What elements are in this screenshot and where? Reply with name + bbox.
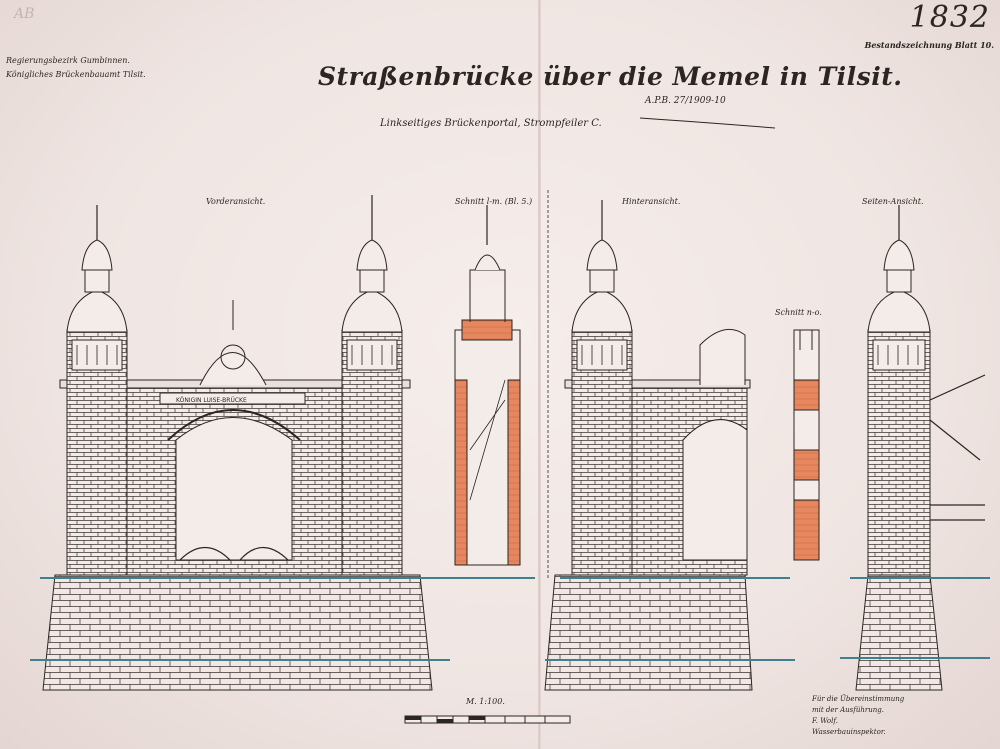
label-rear-view: Hinteransicht. — [622, 197, 681, 206]
approval-line-1: Für die Übereinstimmung — [812, 695, 905, 703]
front-name-band — [159, 392, 306, 405]
label-section-no: Schnitt n-o. — [775, 308, 822, 317]
header-left-line-1: Regierungsbezirk Gumbinnen. — [6, 56, 130, 65]
header-left-line-2: Königliches Brückenbauamt Tilsit. — [6, 70, 146, 79]
header-right: Bestandszeichnung Blatt 10. — [864, 40, 994, 50]
side-truss-stub — [929, 374, 986, 521]
front-crest-medallion — [220, 344, 246, 370]
note-underline — [639, 117, 776, 129]
side-view — [840, 205, 990, 691]
scale-label: M. 1:100. — [466, 697, 505, 706]
front-arch-voussoir — [167, 409, 301, 441]
portal-inscription: KÖNIGIN LUISE-BRÜCKE — [176, 397, 247, 404]
scale-bar — [404, 715, 571, 724]
handwritten-note: A.P.B. 27/1909-10 — [645, 96, 726, 106]
rear-view — [544, 200, 795, 691]
section-lm-wall-right — [507, 379, 521, 566]
section-lm-view — [440, 190, 549, 580]
label-front-view: Vorderansicht. — [206, 197, 266, 206]
rear-crest-section — [699, 328, 746, 385]
drawing-title: Straßenbrücke über die Memel in Tilsit. — [318, 62, 903, 91]
rear-arch-opening — [682, 419, 748, 561]
section-no-view — [793, 329, 820, 561]
side-foundation — [855, 574, 943, 691]
approval-line-4: Wasserbauinspektor. — [812, 728, 886, 736]
front-arch-opening — [175, 417, 293, 561]
approval-note: Für die Übereinstimmung mit der Ausführu… — [812, 694, 904, 738]
front-tower-left — [66, 329, 128, 576]
label-section-lm: Schnitt l-m. (Bl. 5.) — [455, 197, 533, 206]
front-view — [30, 195, 450, 691]
front-foundation — [42, 574, 433, 691]
section-lm-wall-left — [454, 379, 468, 566]
sheet-fold — [538, 0, 541, 749]
side-dome — [867, 289, 931, 333]
rear-dome — [571, 289, 633, 333]
header-left: Regierungsbezirk Gumbinnen. Königliches … — [6, 54, 146, 82]
archive-stamp: AB — [14, 6, 35, 22]
drawing-subtitle: Linkseitiges Brückenportal, Strompfeiler… — [380, 118, 602, 129]
approval-line-2: mit der Ausführung. — [812, 706, 884, 714]
sheet-number: 1832 — [909, 0, 990, 35]
label-side-view: Seiten-Ansicht. — [862, 197, 924, 206]
front-tower-right — [341, 329, 403, 576]
rear-foundation — [544, 574, 753, 691]
side-tower — [867, 329, 931, 576]
rear-tower — [571, 329, 633, 576]
approval-line-3: F. Wolf. — [812, 717, 838, 725]
front-dome-left — [66, 289, 128, 333]
front-dome-right — [341, 289, 403, 333]
